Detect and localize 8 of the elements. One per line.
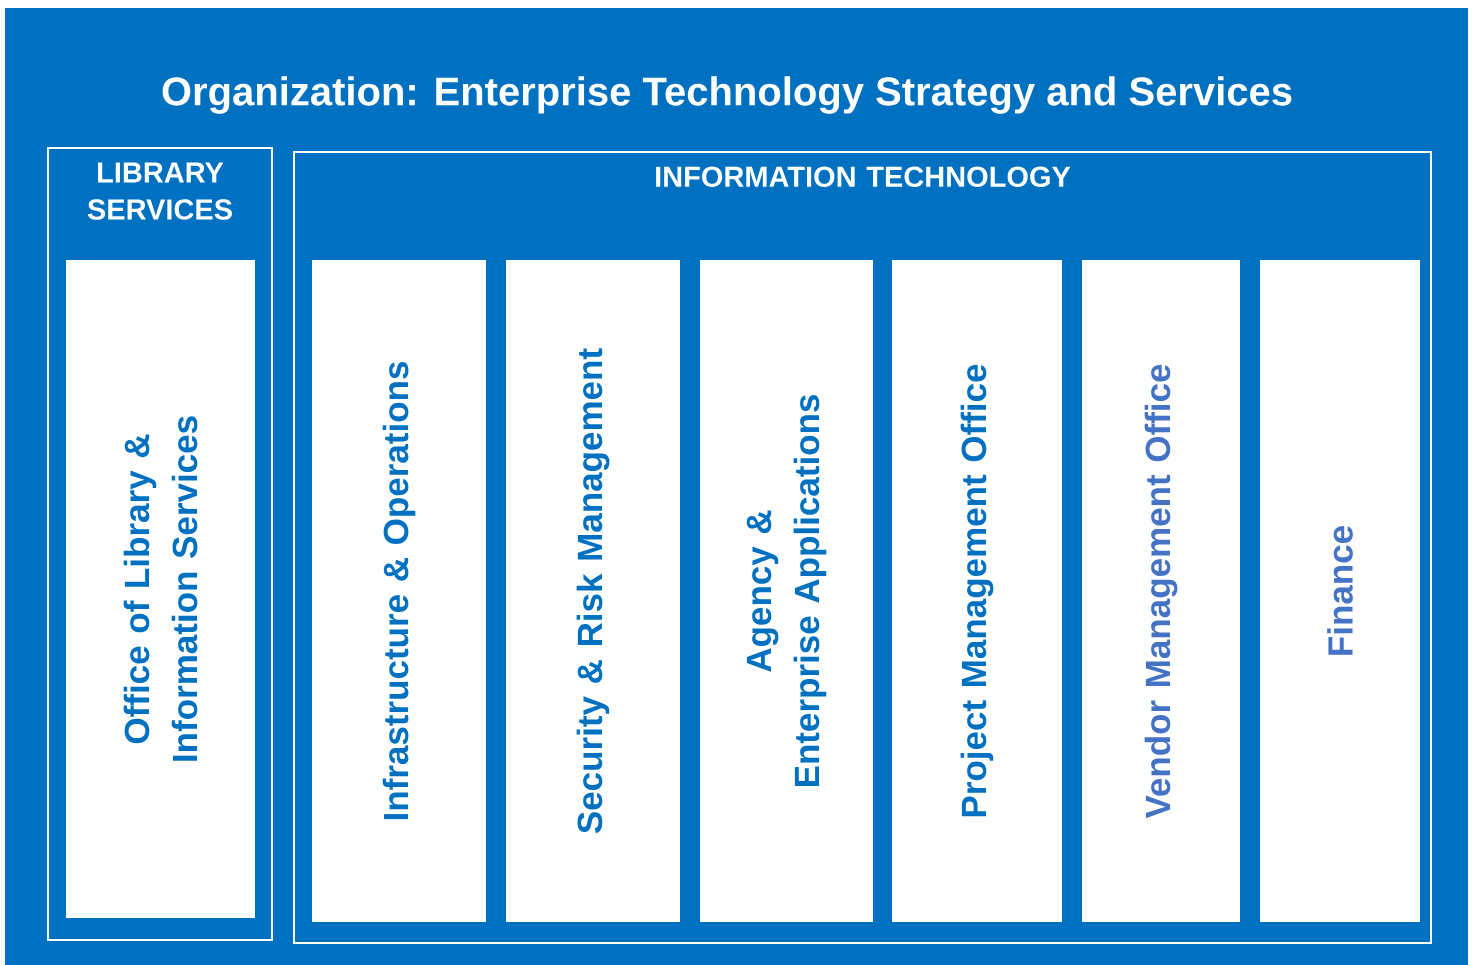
- unit-box: Security & Risk Management: [506, 260, 680, 922]
- unit-box: Infrastructure & Operations: [312, 260, 486, 922]
- title: Organization: Enterprise Technology Strategy and Services: [162, 76, 1292, 114]
- unit-box: Vendor Management Office: [1082, 260, 1240, 922]
- unit-box: Project Management Office: [892, 260, 1062, 922]
- unit-box: Finance: [1260, 260, 1420, 922]
- unit-box: Agency & Enterprise Applications: [700, 260, 873, 922]
- unit-box: Office of Library & Information Services: [66, 260, 255, 918]
